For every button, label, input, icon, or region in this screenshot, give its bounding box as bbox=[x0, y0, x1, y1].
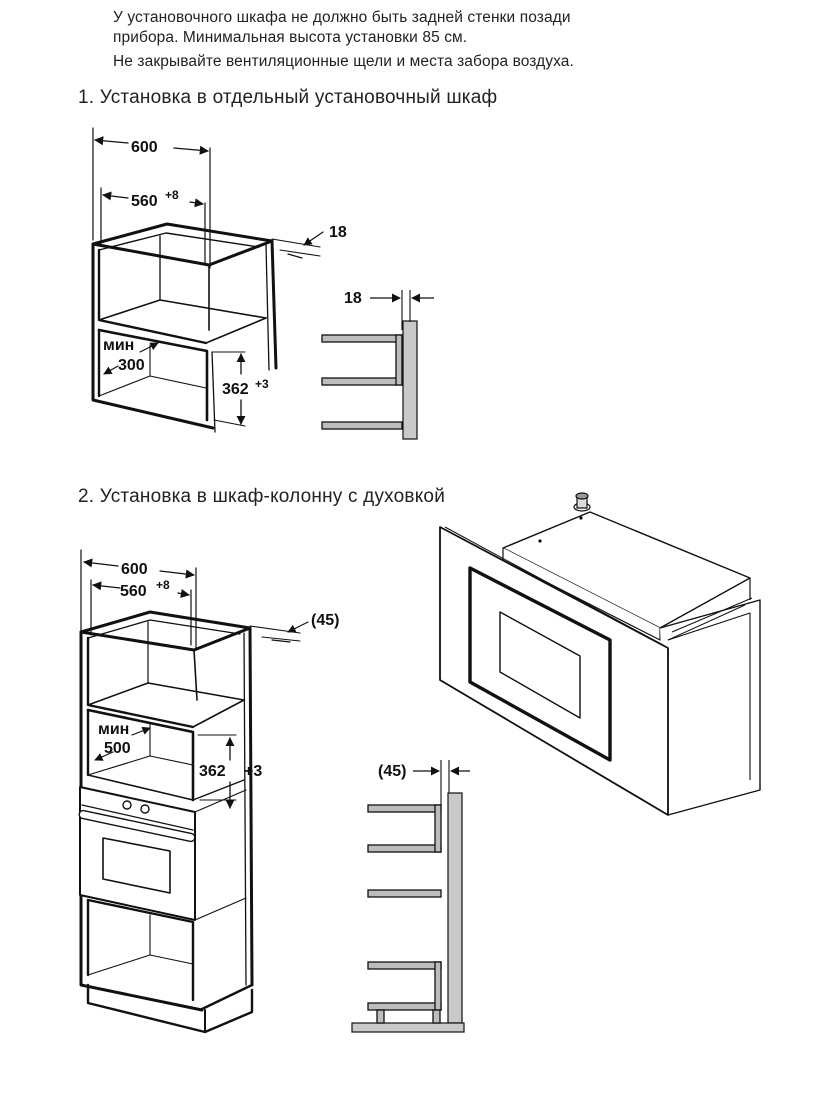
section-2-heading: 2. Установка в шкаф-колонну с духовкой bbox=[78, 486, 446, 507]
dim-560-tol-1: +8 bbox=[165, 188, 179, 202]
dim-min-value-1: 300 bbox=[118, 357, 145, 374]
dim-600-1: 600 bbox=[131, 139, 158, 156]
dim-362-tol-1: +3 bbox=[255, 377, 269, 391]
dim-362-1: 362 bbox=[222, 381, 249, 398]
intro-line-3: Не закрывайте вентиляционные щели и мест… bbox=[113, 53, 574, 70]
dim-45-side-2: (45) bbox=[311, 612, 339, 629]
dim-600-2: 600 bbox=[121, 561, 148, 578]
dim-min-label-2: мин bbox=[98, 721, 129, 738]
dim-362-2: 362 bbox=[199, 763, 226, 780]
dim-560-tol-2: +8 bbox=[156, 578, 170, 592]
section-1-heading: 1. Установка в отдельный установочный шк… bbox=[78, 87, 498, 108]
dim-560-2: 560 bbox=[120, 583, 147, 600]
dim-18-side-1: 18 bbox=[329, 224, 347, 241]
dim-18-detail-1: 18 bbox=[344, 290, 362, 307]
dim-min-value-2: 500 bbox=[104, 740, 131, 757]
dim-362-tol-2: +3 bbox=[244, 763, 262, 780]
dim-560-1: 560 bbox=[131, 193, 158, 210]
intro-line-2: прибора. Минимальная высота установки 85… bbox=[113, 29, 468, 46]
dim-45-detail-2: (45) bbox=[378, 763, 406, 780]
dim-min-label-1: мин bbox=[103, 337, 134, 354]
intro-line-1: У установочного шкафа не должно быть зад… bbox=[113, 9, 571, 26]
